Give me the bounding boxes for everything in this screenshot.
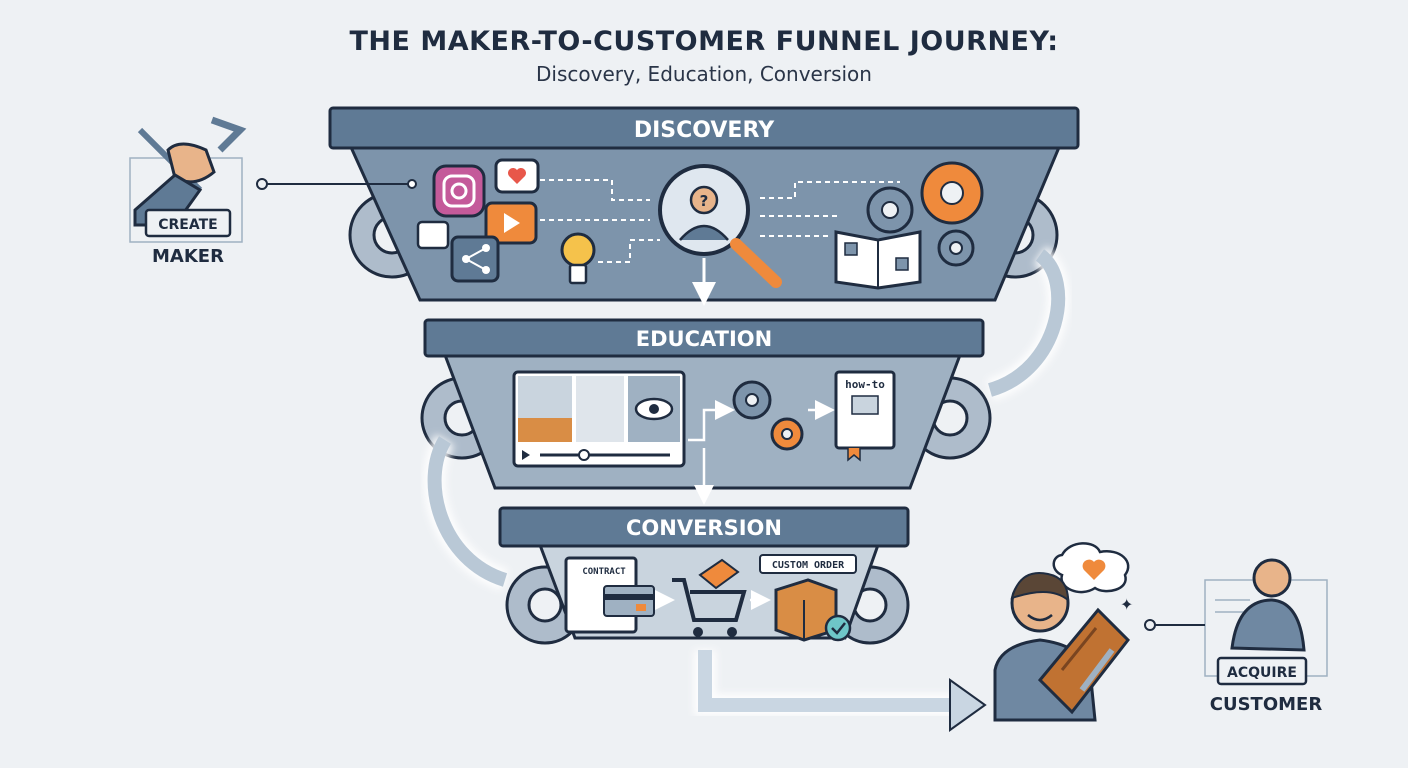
happy-customer-figure: ✦ (993, 542, 1133, 722)
magnifier-person-icon: ? (658, 164, 782, 288)
flow-arrow-left-side (423, 434, 509, 591)
instagram-icon (432, 164, 486, 218)
stage-discovery: DISCOVERY (328, 106, 1080, 306)
stage-conversion: CONVERSION CONTRACT CUSTOM ORDER (498, 506, 910, 642)
svg-text:?: ? (700, 192, 709, 210)
open-book-diagram-icon (834, 230, 922, 290)
flow-arrow-to-customer (694, 650, 987, 732)
customer-avatar: ACQUIRE (1204, 558, 1328, 686)
shopping-cart-tag-icon (672, 558, 747, 637)
video-tutorial-player-icon (512, 370, 686, 468)
customer-label: CUSTOMER (1210, 694, 1323, 715)
stage-label-discovery: DISCOVERY (634, 118, 775, 143)
chat-bubble-icon (416, 220, 450, 250)
stage-label-conversion: CONVERSION (626, 516, 782, 540)
share-icon (450, 235, 500, 283)
maker-badge: CREATE (158, 217, 217, 233)
lightbulb-icon (560, 232, 596, 285)
heart-speech-bubble-icon (494, 158, 540, 194)
custom-order-label: CUSTOM ORDER (772, 560, 845, 571)
customer-badge: ACQUIRE (1227, 665, 1297, 681)
gears-cluster-icon (866, 161, 984, 267)
stage-label-education: EDUCATION (636, 327, 772, 351)
flow-arrow-right-side (986, 246, 1070, 401)
video-play-icon (484, 201, 538, 245)
gears-rotate-icon (732, 380, 804, 451)
page-subtitle: Discovery, Education, Conversion (536, 62, 872, 86)
svg-text:✦: ✦ (1120, 595, 1133, 614)
page-title: THE MAKER-TO-CUSTOMER FUNNEL JOURNEY: (349, 26, 1059, 57)
maker-figure: CREATE (129, 116, 247, 243)
stage-education: EDUCATION how-to (423, 318, 985, 505)
maker-label: MAKER (152, 246, 224, 267)
contract-document-icon: CONTRACT (564, 556, 655, 634)
custom-order-box-icon: CUSTOM ORDER (759, 554, 857, 642)
how-to-book-icon: how-to (834, 370, 896, 462)
contract-label: CONTRACT (582, 567, 626, 577)
how-to-label: how-to (845, 378, 885, 391)
